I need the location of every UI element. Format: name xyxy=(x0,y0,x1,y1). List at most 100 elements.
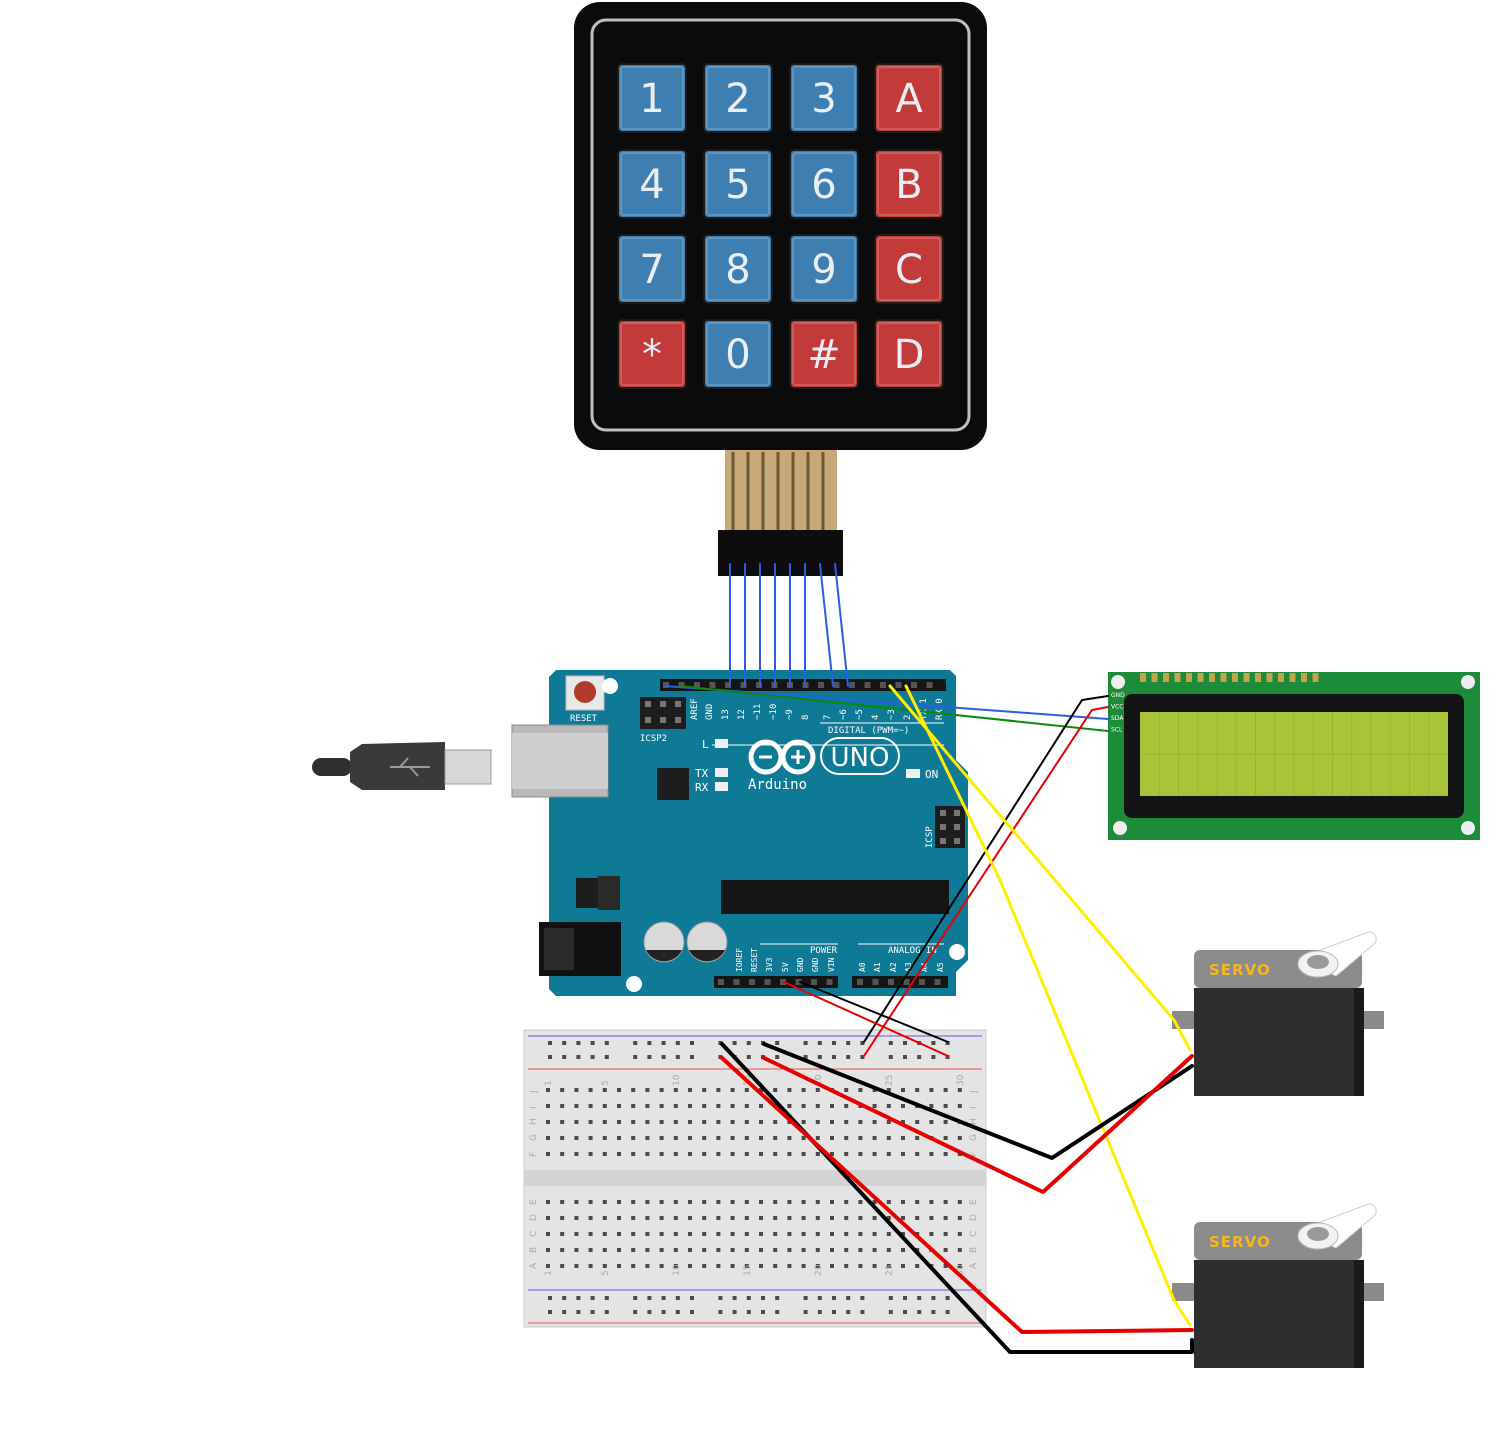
key-label: * xyxy=(642,332,662,378)
digital-label: DIGITAL (PWM=~) xyxy=(828,726,909,736)
breadboard-row-letter: E xyxy=(969,1199,979,1205)
digital-pin-label: ~10 xyxy=(769,704,779,720)
reset-label: RESET xyxy=(570,714,598,724)
breadboard-column-number: 10 xyxy=(672,1074,682,1086)
breadboard-row-letter: C xyxy=(529,1231,539,1237)
lcd-pin-label: SDA xyxy=(1111,715,1124,722)
digital-pin-label: ~9 xyxy=(785,709,795,720)
key-button[interactable]: C xyxy=(874,234,944,304)
key-button[interactable]: A xyxy=(874,63,944,133)
analog-pin-label: A1 xyxy=(873,962,882,972)
lcd-pin-label: SCL xyxy=(1111,727,1123,734)
breadboard-row-letter: G xyxy=(529,1134,539,1141)
servo-motor: SERVO xyxy=(1172,1203,1384,1368)
usb-cable xyxy=(312,742,492,790)
power-pin-label: GND xyxy=(796,957,805,972)
breadboard-row-letter: H xyxy=(969,1118,979,1125)
breadboard-row-letter: G xyxy=(969,1134,979,1141)
key-button[interactable]: 8 xyxy=(703,234,773,304)
digital-pin-label: AREF xyxy=(690,698,700,720)
key-button[interactable]: # xyxy=(789,319,859,389)
power-pin-label: 3V3 xyxy=(765,957,774,972)
icsp-header: ICSP xyxy=(925,806,965,848)
usb-icon xyxy=(390,757,430,777)
uno-model-label: UNO xyxy=(831,743,890,773)
key-button[interactable]: 3 xyxy=(789,63,859,133)
power-pin-label: VIN xyxy=(827,957,836,972)
servo2-gnd-wire xyxy=(720,1042,1194,1354)
icsp2-label: ICSP2 xyxy=(640,734,667,744)
breadboard-row-letter: I xyxy=(529,1106,539,1109)
key-label: 8 xyxy=(725,247,750,293)
breadboard-row-letter: J xyxy=(529,1090,539,1094)
icsp2-header: ICSP2 xyxy=(640,697,686,744)
power-label: POWER xyxy=(810,946,838,956)
arduino-brand-label: Arduino xyxy=(748,777,807,793)
arduino-logo-icon xyxy=(748,739,816,775)
key-label: 2 xyxy=(725,76,750,122)
gnd-to-rail-wire xyxy=(799,981,949,1043)
led-tx xyxy=(715,768,728,777)
breadboard-row-letter: H xyxy=(529,1118,539,1125)
key-label: 1 xyxy=(639,76,664,122)
atmega-chip xyxy=(721,880,949,914)
digital-pin-label: 13 xyxy=(721,709,731,720)
key-button[interactable]: 6 xyxy=(789,149,859,219)
breadboard-column-number: 20 xyxy=(814,1074,824,1086)
lcd-vcc-wire xyxy=(863,706,1109,1057)
breadboard-column-number: 10 xyxy=(672,1264,682,1276)
key-button[interactable]: 2 xyxy=(703,63,773,133)
keypad-ribbon-cable xyxy=(718,448,843,576)
breadboard-row-letter: D xyxy=(529,1214,539,1221)
analog-pin-label: A2 xyxy=(889,962,898,972)
key-button[interactable]: 4 xyxy=(617,149,687,219)
breadboard-column-number: 5 xyxy=(601,1270,611,1276)
led-l-label: L xyxy=(702,738,709,751)
digital-pin-label: RX 0 xyxy=(935,698,945,720)
key-button[interactable]: 0 xyxy=(703,319,773,389)
led-rx xyxy=(715,782,728,791)
power-pin-label: IOREF xyxy=(735,948,744,972)
key-label: D xyxy=(894,332,925,378)
digital-pin-label: 2 xyxy=(903,715,913,720)
key-button[interactable]: 9 xyxy=(789,234,859,304)
breadboard-row-letter: J xyxy=(969,1090,979,1094)
key-label: 3 xyxy=(811,76,836,122)
digital-pin-label: 7 xyxy=(823,715,833,720)
breadboard-column-number: 30 xyxy=(956,1264,966,1276)
power-header xyxy=(714,976,838,988)
lcd-scl-wire xyxy=(679,685,1109,732)
led-rx-label: RX xyxy=(695,781,709,794)
breadboard-row-letter: F xyxy=(529,1152,539,1157)
power-pin-label: GND xyxy=(811,957,820,972)
key-label: # xyxy=(807,332,841,378)
power-pin-label: RESET xyxy=(750,948,759,972)
key-button[interactable]: 7 xyxy=(617,234,687,304)
breadboard-row-letter: B xyxy=(969,1247,979,1253)
key-button[interactable]: 1 xyxy=(617,63,687,133)
digital-pin-label: GND xyxy=(705,704,715,720)
breadboard-row-letter: D xyxy=(969,1214,979,1221)
key-button[interactable]: * xyxy=(617,319,687,389)
key-label: 7 xyxy=(639,247,664,293)
key-button[interactable]: B xyxy=(874,149,944,219)
servo2-signal-wire xyxy=(904,684,1192,1327)
key-label: 4 xyxy=(639,162,664,208)
key-label: 6 xyxy=(811,162,836,208)
breadboard-column-number: 25 xyxy=(885,1075,895,1086)
breadboard-column-number: 1 xyxy=(544,1080,554,1086)
5v-to-rail-wire xyxy=(783,981,949,1057)
key-label: A xyxy=(895,76,923,122)
servo1-signal-wire xyxy=(888,684,1192,1052)
digital-pin-label: ~5 xyxy=(855,709,865,720)
lcd-pin-label: GND xyxy=(1111,692,1125,699)
led-on-label: ON xyxy=(925,768,938,781)
key-button[interactable]: 5 xyxy=(703,149,773,219)
servo-label: SERVO xyxy=(1209,961,1271,979)
digital-pin-label: TX 1 xyxy=(919,698,929,720)
key-button[interactable]: D xyxy=(874,319,944,389)
breadboard-row-letter: A xyxy=(969,1262,979,1269)
